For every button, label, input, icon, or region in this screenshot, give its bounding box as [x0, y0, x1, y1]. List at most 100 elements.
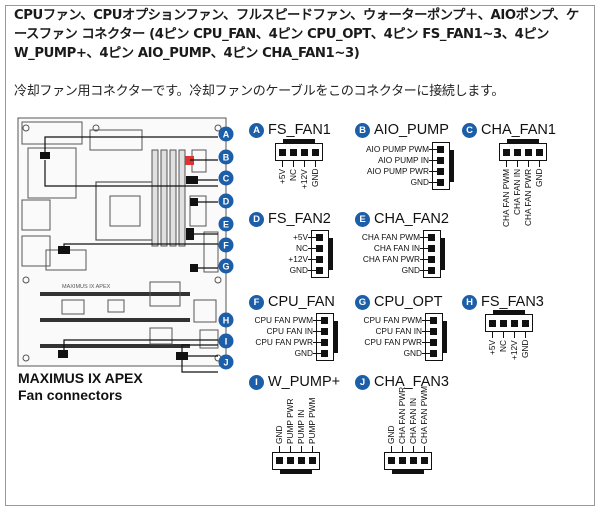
marker-j: J [355, 374, 370, 390]
svg-text:A: A [223, 130, 230, 140]
svg-text:H: H [223, 316, 230, 326]
pin-label: CPU FAN PWM [254, 315, 313, 325]
connector-body-w-pump [272, 452, 320, 470]
pin-label: +5V [277, 169, 287, 184]
board-marker-e: E [218, 216, 234, 232]
pin-label: GND [274, 425, 284, 444]
pin-leader [429, 171, 437, 172]
pin-cha-fan1-2 [525, 149, 532, 156]
section-description: 冷却ファン用コネクターです。冷却ファンのケーブルをこのコネクターに接続します。 [14, 84, 505, 99]
board-marker-j: J [218, 354, 234, 370]
marker-i: I [249, 374, 264, 390]
pin-leader [290, 446, 291, 452]
pin-leader [308, 270, 316, 271]
pin-cpu-fan-2 [321, 339, 328, 346]
pin-cha-fan3-3 [421, 457, 428, 464]
pin-aio-pump-3 [437, 179, 444, 186]
pin-label: GND [520, 339, 530, 358]
pin-label: CPU FAN IN [266, 326, 313, 336]
pin-cha-fan2-2 [428, 256, 435, 263]
connector-name: AIO_PUMP [374, 122, 449, 138]
pin-label: CHA FAN PWR [523, 168, 533, 226]
pin-label: PUMP PWR [285, 398, 295, 444]
pin-cha-fan2-1 [428, 245, 435, 252]
connector-body-fs-fan1 [275, 143, 323, 161]
board-marker-b: B [218, 149, 234, 165]
connector-key-cpu-opt [443, 321, 447, 353]
pin-label: +5V [487, 340, 497, 355]
svg-text:I: I [225, 337, 228, 347]
pin-label: GND [410, 177, 429, 187]
marker-e: E [355, 211, 370, 227]
pin-cha-fan2-3 [428, 267, 435, 274]
marker-d: D [249, 211, 264, 227]
pin-cpu-opt-1 [430, 328, 437, 335]
pin-leader [422, 320, 430, 321]
connector-name: FS_FAN3 [481, 294, 544, 310]
pin-cha-fan1-0 [503, 149, 510, 156]
pin-w-pump-3 [309, 457, 316, 464]
pin-label: AIO PUMP PWR [366, 166, 429, 176]
pin-fs-fan2-0 [316, 234, 323, 241]
pin-leader [422, 342, 430, 343]
pin-fs-fan2-2 [316, 256, 323, 263]
pin-cha-fan3-1 [399, 457, 406, 464]
pin-cha-fan1-1 [514, 149, 521, 156]
pin-leader [313, 331, 321, 332]
pin-label: CHA FAN PWR [397, 386, 407, 444]
pin-fs-fan3-1 [500, 320, 507, 327]
marker-f: F [249, 294, 264, 310]
page-frame [5, 5, 595, 506]
pin-label: NC [296, 243, 308, 253]
pin-leader [514, 332, 515, 338]
connector-name: FS_FAN2 [268, 211, 331, 227]
pin-leader [528, 161, 529, 167]
pin-leader [313, 342, 321, 343]
pin-leader [503, 332, 504, 338]
pin-leader [424, 446, 425, 452]
svg-text:E: E [223, 220, 229, 230]
pin-fs-fan1-1 [290, 149, 297, 156]
pin-label: GND [534, 168, 544, 187]
board-marker-d: D [218, 193, 234, 209]
pin-leader [293, 161, 294, 167]
pin-leader [413, 446, 414, 452]
pin-leader [422, 331, 430, 332]
pin-leader [492, 332, 493, 338]
pin-label: CHA FAN PWM [361, 232, 420, 242]
marker-b: B [355, 122, 370, 138]
connector-key-fs-fan2 [329, 238, 333, 270]
pin-cpu-opt-3 [430, 350, 437, 357]
board-marker-f: F [218, 237, 234, 253]
connector-name: CHA_FAN2 [374, 211, 449, 227]
pin-cha-fan3-2 [410, 457, 417, 464]
pin-leader [420, 259, 428, 260]
pin-label: +5V [293, 232, 308, 242]
pin-leader [301, 446, 302, 452]
connector-key-aio-pump [450, 150, 454, 182]
pin-fs-fan1-3 [312, 149, 319, 156]
pin-cpu-opt-2 [430, 339, 437, 346]
svg-text:B: B [223, 153, 230, 163]
connector-key-cpu-fan [334, 321, 338, 353]
marker-h: H [462, 294, 477, 310]
pin-leader [429, 160, 437, 161]
pin-leader [308, 237, 316, 238]
pin-cpu-fan-0 [321, 317, 328, 324]
pin-label: +12V [509, 340, 519, 360]
pin-label: CHA FAN PWM [419, 385, 429, 444]
pin-leader [315, 161, 316, 167]
pin-label: NC [498, 340, 508, 352]
pin-fs-fan1-2 [301, 149, 308, 156]
pin-fs-fan2-1 [316, 245, 323, 252]
svg-text:C: C [223, 174, 230, 184]
pin-leader [506, 161, 507, 167]
board-markers: A B C D E F G H I J [218, 126, 234, 370]
connector-key-cha-fan3 [392, 470, 424, 474]
connector-body-cpu-opt [425, 313, 443, 361]
pin-label: CHA FAN IN [373, 243, 420, 253]
